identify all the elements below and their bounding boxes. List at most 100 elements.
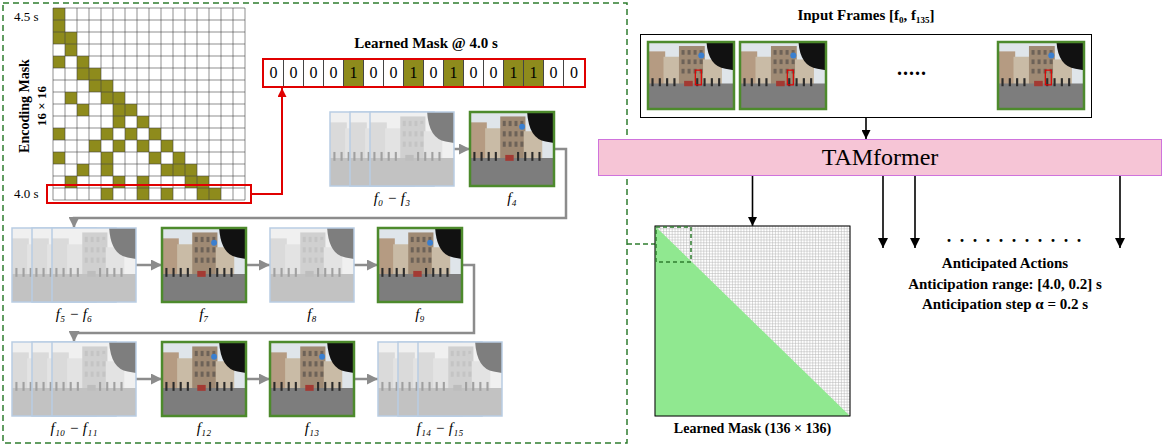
frame-stack (378, 342, 502, 416)
mask-cell (53, 8, 65, 20)
window (503, 131, 506, 136)
mask-cell (89, 80, 101, 92)
window (415, 121, 418, 126)
building (12, 352, 29, 389)
frame-picture (648, 42, 734, 109)
mask-value: 0 (464, 60, 484, 86)
window (411, 237, 414, 242)
building (1013, 57, 1030, 85)
output-arrow (914, 176, 916, 248)
pedestrian (421, 382, 423, 391)
pedestrian (113, 268, 115, 277)
frame-label: f₈ (270, 305, 354, 323)
grid-line (832, 226, 833, 416)
window (195, 258, 198, 263)
detection-box (695, 70, 701, 85)
pedestrian (388, 152, 390, 161)
building (32, 238, 49, 275)
window (97, 372, 100, 377)
window (309, 237, 312, 242)
frame-picture (52, 228, 136, 302)
connector-arrow (454, 148, 470, 151)
road (52, 274, 136, 302)
window (1044, 50, 1047, 55)
building (433, 358, 450, 389)
pedestrian (180, 268, 182, 277)
mask-cell (65, 176, 77, 188)
pedestrian (187, 268, 189, 277)
mask-cell (53, 128, 65, 140)
window (463, 351, 466, 356)
window (201, 258, 204, 263)
grid-line (197, 8, 198, 200)
dashboard-shadow (327, 228, 354, 259)
window (320, 258, 323, 263)
output-arrow (1119, 176, 1121, 248)
pedestrian (389, 382, 391, 391)
mask-cell (65, 92, 77, 104)
mask-value: 0 (544, 60, 564, 86)
mask-cell (53, 152, 65, 164)
pedestrian (432, 268, 434, 277)
window (1038, 69, 1041, 74)
building (82, 346, 107, 389)
pedestrian (173, 268, 175, 277)
pedestrian (651, 78, 653, 86)
detection-box (787, 70, 793, 85)
window (403, 131, 406, 136)
window (320, 372, 323, 377)
building (162, 238, 179, 275)
window (315, 361, 318, 366)
pedestrian (395, 152, 397, 161)
connector-arrow (136, 264, 162, 267)
window (682, 69, 685, 74)
pedestrian (495, 152, 497, 161)
pedestrian (35, 268, 37, 277)
window (509, 121, 512, 126)
building (385, 128, 402, 159)
window (457, 361, 460, 366)
grid-line (53, 104, 245, 105)
frame-stack (12, 342, 136, 416)
mask-cell (137, 116, 149, 128)
window (417, 247, 420, 252)
grid-line (209, 8, 210, 200)
pedestrian (429, 382, 431, 391)
window (201, 372, 204, 377)
pedestrian (180, 382, 182, 391)
window (1032, 69, 1035, 74)
pedestrian (425, 268, 427, 277)
road (162, 274, 246, 302)
road-sign (319, 354, 325, 360)
mask-cell (161, 188, 173, 200)
road-sign (101, 240, 107, 246)
grid-line (53, 140, 245, 141)
frame-border (418, 342, 502, 416)
mask-cell (149, 152, 161, 164)
mask-cell (161, 140, 173, 152)
window (102, 258, 105, 263)
window (303, 237, 306, 242)
frame-border (270, 342, 354, 416)
dashboard-shadow (327, 342, 354, 373)
road-sign (1048, 52, 1054, 58)
window (403, 142, 406, 147)
window (700, 59, 703, 64)
window (207, 237, 210, 242)
pedestrian (324, 382, 326, 391)
pedestrian (381, 268, 383, 277)
connector-arrow (752, 176, 754, 226)
building (52, 352, 69, 389)
window (315, 372, 318, 377)
pedestrian (173, 382, 175, 391)
pedestrian (230, 268, 232, 277)
grid-line (841, 226, 842, 416)
frame-label: f₁₃ (270, 419, 354, 437)
mask-cell (77, 104, 89, 116)
mask-cell (101, 92, 113, 104)
mask-cell (101, 80, 113, 92)
mask-cell (173, 164, 185, 176)
grid-line (838, 226, 839, 416)
building (398, 352, 415, 389)
frame-border (740, 42, 826, 109)
